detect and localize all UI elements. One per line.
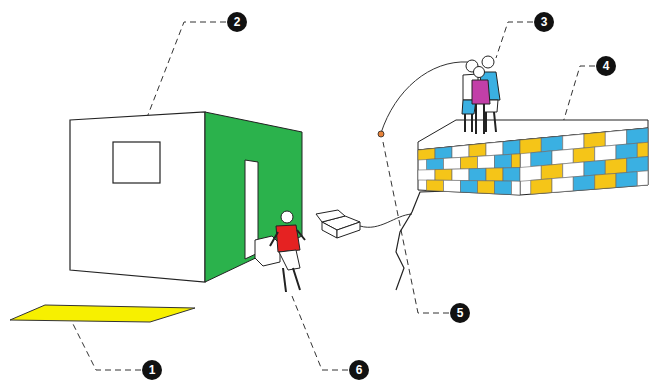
- brick: [605, 158, 626, 174]
- brick: [452, 169, 469, 181]
- worker-figure: [270, 211, 305, 292]
- callout-number: 2: [227, 12, 247, 32]
- yellow-mat: [10, 305, 195, 322]
- brick: [573, 175, 594, 191]
- brick: [563, 134, 584, 150]
- open-carton: [316, 210, 360, 238]
- callout-number: 4: [596, 56, 616, 76]
- brick: [541, 164, 562, 180]
- brick: [444, 180, 461, 192]
- leader-line: [562, 66, 595, 126]
- brick: [461, 181, 478, 193]
- brick: [552, 149, 573, 165]
- brick: [616, 172, 637, 188]
- brick: [435, 169, 452, 180]
- brick: [503, 168, 520, 182]
- brick: [444, 157, 461, 169]
- brick: [512, 154, 521, 168]
- brick: [452, 145, 469, 158]
- brick: [573, 147, 594, 163]
- wall-left-face: [418, 140, 520, 195]
- leader-line: [72, 322, 141, 370]
- brick: [531, 151, 552, 167]
- brick: [495, 154, 512, 168]
- brick: [520, 138, 541, 154]
- brick: [478, 155, 495, 168]
- ball: [378, 131, 384, 137]
- brick: [595, 145, 616, 161]
- brick: [418, 170, 435, 181]
- brick: [627, 128, 648, 144]
- callout-number: 6: [349, 360, 369, 380]
- brick: [637, 171, 648, 186]
- brick: [418, 148, 435, 160]
- brick: [461, 156, 478, 169]
- brick: [541, 136, 562, 152]
- building-side: [205, 112, 302, 282]
- brick: [495, 181, 512, 195]
- building-front: [70, 112, 205, 282]
- brick: [627, 157, 648, 173]
- brick: [616, 143, 637, 159]
- leader-line: [292, 296, 348, 370]
- brick: [478, 181, 495, 194]
- brick: [552, 177, 573, 193]
- wall-bricks: [418, 128, 648, 195]
- brick: [427, 180, 444, 191]
- brick: [469, 143, 486, 157]
- brick: [605, 130, 626, 146]
- brick: [637, 142, 648, 157]
- brick: [486, 142, 503, 156]
- wall-right-face: [520, 128, 648, 195]
- brick: [503, 140, 520, 155]
- brick: [531, 179, 552, 195]
- brick: [512, 181, 521, 195]
- brick: [486, 168, 503, 181]
- brick: [469, 168, 486, 181]
- callout-number: 1: [142, 360, 162, 380]
- group-figures: [462, 56, 500, 134]
- brick: [435, 147, 452, 159]
- window: [113, 142, 160, 183]
- brick: [427, 158, 444, 169]
- leader-line: [496, 22, 533, 58]
- throw-line: [381, 62, 468, 133]
- brick: [520, 166, 541, 182]
- brick: [584, 132, 605, 148]
- leader-line: [146, 22, 226, 120]
- callout-number: 3: [534, 12, 554, 32]
- brick: [563, 162, 584, 178]
- step-box: [255, 236, 280, 266]
- cliff-outline: [396, 184, 645, 290]
- brick: [584, 160, 605, 176]
- leader-line: [383, 142, 449, 313]
- callout-number: 5: [450, 303, 470, 323]
- brick: [595, 173, 616, 189]
